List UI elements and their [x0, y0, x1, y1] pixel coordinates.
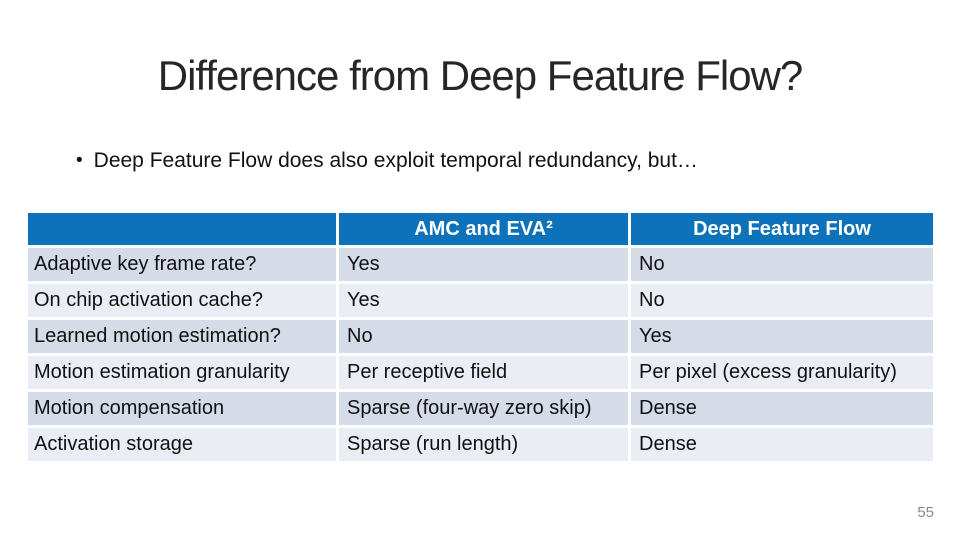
- bullet-line: • Deep Feature Flow does also exploit te…: [76, 149, 698, 173]
- row-amc-value: Yes: [339, 284, 628, 317]
- table-header-deep-feature-flow: Deep Feature Flow: [631, 213, 933, 245]
- row-dff-value: Dense: [631, 428, 933, 461]
- row-dff-value: Per pixel (excess granularity): [631, 356, 933, 389]
- row-amc-value: Sparse (four-way zero skip): [339, 392, 628, 425]
- comparison-table: AMC and EVA² Deep Feature Flow Adaptive …: [28, 213, 933, 461]
- row-label: Motion estimation granularity: [28, 356, 336, 389]
- row-label: Adaptive key frame rate?: [28, 248, 336, 281]
- table-header-amc-eva: AMC and EVA²: [339, 213, 628, 245]
- row-dff-value: Yes: [631, 320, 933, 353]
- bullet-text: Deep Feature Flow does also exploit temp…: [93, 149, 698, 172]
- row-label: On chip activation cache?: [28, 284, 336, 317]
- bullet-icon: •: [76, 150, 83, 171]
- row-amc-value: Yes: [339, 248, 628, 281]
- table-header-empty: [28, 213, 336, 245]
- row-dff-value: No: [631, 248, 933, 281]
- row-label: Motion compensation: [28, 392, 336, 425]
- page-title: Difference from Deep Feature Flow?: [157, 52, 804, 99]
- row-amc-value: No: [339, 320, 628, 353]
- page-number: 55: [917, 504, 934, 521]
- row-dff-value: Dense: [631, 392, 933, 425]
- row-label: Activation storage: [28, 428, 336, 461]
- row-amc-value: Per receptive field: [339, 356, 628, 389]
- row-amc-value: Sparse (run length): [339, 428, 628, 461]
- row-dff-value: No: [631, 284, 933, 317]
- row-label: Learned motion estimation?: [28, 320, 336, 353]
